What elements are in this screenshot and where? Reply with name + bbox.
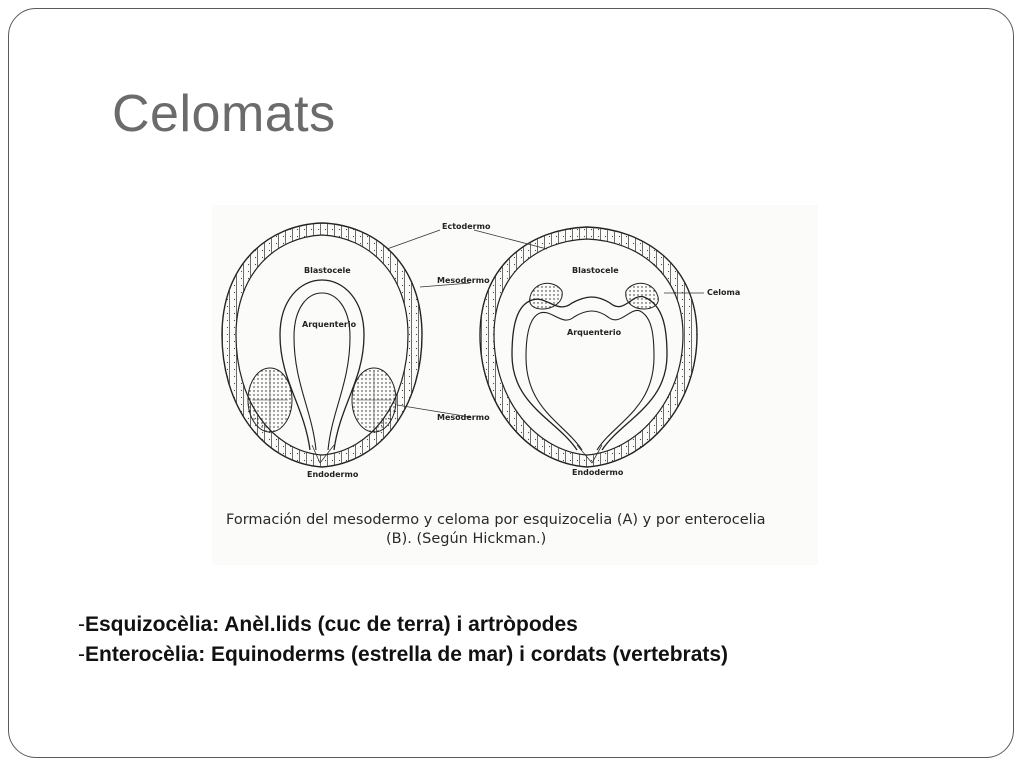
label-arquenterio-b: Arquenterio bbox=[567, 328, 622, 337]
caption-line-2: (B). (Según Hickman.) bbox=[386, 531, 547, 547]
label-mesodermo-bottom: Mesodermo bbox=[437, 413, 490, 422]
caption-line-1: Formación del mesodermo y celoma por esq… bbox=[226, 512, 766, 528]
figure-caption: Formación del mesodermo y celoma por esq… bbox=[226, 511, 816, 549]
embryo-figure: Ectodermo Blastocele Blastocele Mesoderm… bbox=[212, 205, 818, 565]
leader-lines bbox=[311, 229, 704, 464]
bullet-dash: - bbox=[78, 643, 85, 666]
label-blastocele-a: Blastocele bbox=[304, 266, 351, 275]
embryo-a bbox=[221, 222, 423, 468]
label-ectodermo: Ectodermo bbox=[442, 222, 491, 231]
bullet-text: Enterocèlia: Equinoderms (estrella de ma… bbox=[85, 643, 729, 666]
bullet-text: Esquizocèlia: Anèl.lids (cuc de terra) i… bbox=[85, 613, 578, 636]
label-endodermo-b: Endodermo bbox=[572, 468, 624, 477]
label-arquenterio-a: Arquenterio bbox=[302, 320, 357, 329]
bullet-item: -Enterocèlia: Equinoderms (estrella de m… bbox=[78, 640, 728, 670]
label-celoma: Celoma bbox=[707, 288, 740, 297]
bullet-dash: - bbox=[78, 613, 85, 636]
embryo-diagram: Ectodermo Blastocele Blastocele Mesoderm… bbox=[221, 222, 740, 479]
embryo-b bbox=[479, 226, 698, 468]
label-mesodermo-top: Mesodermo bbox=[437, 276, 490, 285]
bullet-item: -Esquizocèlia: Anèl.lids (cuc de terra) … bbox=[78, 610, 728, 640]
label-blastocele-b: Blastocele bbox=[572, 266, 619, 275]
bullet-list: -Esquizocèlia: Anèl.lids (cuc de terra) … bbox=[78, 610, 728, 670]
label-endodermo-a: Endodermo bbox=[307, 470, 359, 479]
slide-title: Celomats bbox=[112, 85, 336, 143]
